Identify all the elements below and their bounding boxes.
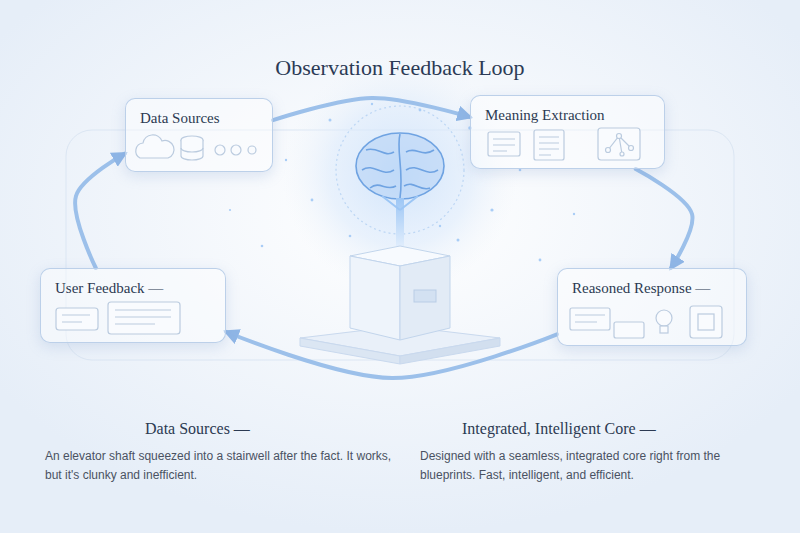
light-stem [396,198,404,250]
flow-arrow [226,332,557,378]
process-box: Meaning Extraction [470,95,665,169]
stem-branch [382,196,418,210]
box-label: Data Sources [126,99,234,127]
process-box: Data Sources [125,98,273,172]
box-label: User Feedback — [41,269,177,297]
section-heading: Data Sources — [145,420,250,438]
section-text: Designed with a seamless, integrated cor… [420,447,770,484]
flow-arrow [75,154,125,269]
process-box: Reasoned Response — [557,268,747,346]
section-heading: Integrated, Intelligent Core — [462,420,656,438]
flow-arrow [273,98,470,120]
diagram-title: Observation Feedback Loop [0,55,800,81]
glow [282,57,518,293]
section-text: An elevator shaft squeezed into a stairw… [45,447,395,484]
brain-icon [356,133,444,199]
box-label: Meaning Extraction [471,96,619,124]
process-box: User Feedback — [40,268,226,343]
flow-arrow [636,169,693,268]
box-label: Reasoned Response — [558,269,724,297]
pedestal [300,246,500,364]
